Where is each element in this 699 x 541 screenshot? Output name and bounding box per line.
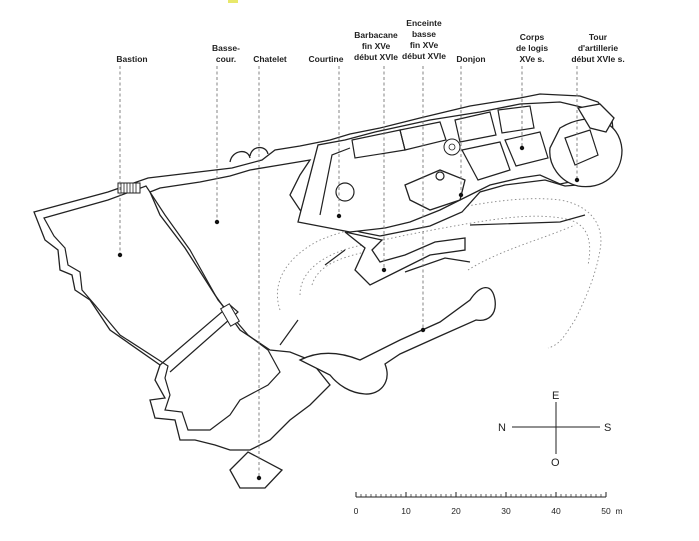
donjon-keep	[404, 169, 466, 211]
castle-core	[279, 101, 623, 395]
scale-tick-label: 0	[354, 506, 359, 516]
label-basse-cour-line2: cour.	[216, 54, 236, 64]
label-tour-line2: d'artillerie	[578, 43, 619, 53]
spiral-stair-icon	[443, 138, 461, 156]
lower-enceinte	[298, 286, 496, 395]
compass-east: E	[552, 390, 559, 402]
label-corps-line2: de logis	[516, 43, 548, 53]
scale-tick-label: 30	[501, 506, 511, 516]
scale-tick-label: 50	[601, 506, 611, 516]
label-enceinte-line1: Enceinte	[406, 18, 442, 28]
label-tour-line1: Tour	[589, 32, 608, 42]
chatelet-tower	[229, 451, 284, 489]
label-corps-line3: XVe s.	[519, 54, 544, 64]
label-tour-line3: début XVIe s.	[571, 54, 624, 64]
label-bastion: Bastion	[116, 54, 147, 64]
scale-tick-label: 20	[451, 506, 461, 516]
scale-unit: m	[615, 506, 622, 516]
label-chatelet: Chatelet	[253, 54, 287, 64]
label-enceinte-line2: basse	[412, 29, 436, 39]
compass-rose: N E S O	[498, 390, 611, 469]
label-corps-line1: Corps	[520, 32, 545, 42]
half-tower-1	[229, 151, 251, 163]
scale-tick-label: 10	[401, 506, 411, 516]
compass-north: N	[498, 422, 506, 434]
barbacane-walls	[344, 231, 466, 286]
label-barbacane-line1: Barbacane	[354, 30, 398, 40]
half-tower-2	[249, 146, 269, 157]
top-accent-mark	[228, 0, 238, 3]
plan-labels: Bastion Basse- cour. Chatelet Courtine B…	[116, 18, 624, 64]
label-barbacane-line3: début XVIe	[354, 52, 398, 62]
label-courtine: Courtine	[309, 54, 344, 64]
label-enceinte-line4: début XVIe	[402, 51, 446, 61]
label-barbacane-line2: fin XVe	[362, 41, 391, 51]
scale-tick-label: 40	[551, 506, 561, 516]
stair-symbol	[117, 182, 241, 327]
terrain-contours	[276, 198, 602, 349]
scale-bar: 0 10 20 30 40 50 m	[354, 492, 623, 516]
compass-west: O	[551, 457, 560, 469]
artillery-tower	[549, 118, 623, 188]
location-dots	[117, 145, 580, 481]
label-enceinte-line3: fin XVe	[410, 40, 439, 50]
courtine-well	[335, 182, 355, 202]
compass-south: S	[604, 422, 611, 434]
label-donjon: Donjon	[456, 54, 485, 64]
label-basse-cour-line1: Basse-	[212, 43, 240, 53]
leader-lines	[119, 66, 578, 478]
